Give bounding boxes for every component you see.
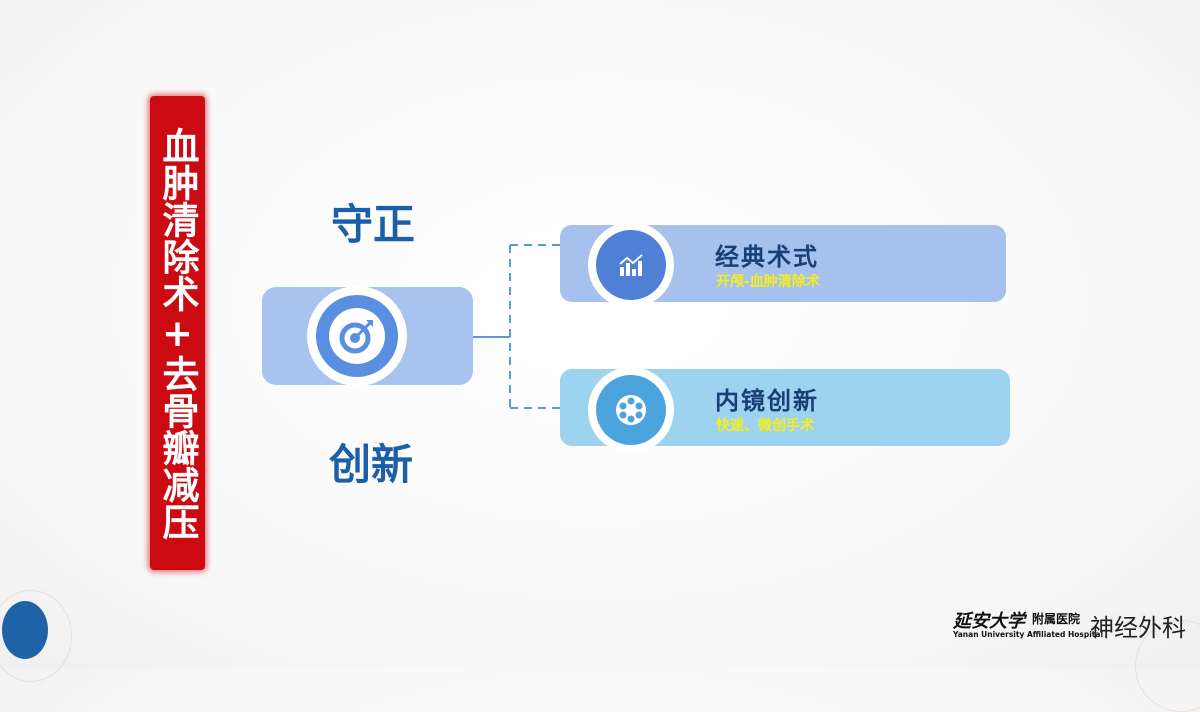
hospital-name-cn: 附属医院 [1032,612,1081,626]
university-logo-cn: 延安大学 [953,611,1025,632]
card-endoscope-ring [588,367,674,453]
card-classic-ring [588,222,674,308]
card-classic-subtitle: 开颅-血肿清除术 [716,274,820,290]
chart-trend-icon [619,254,643,276]
film-reel-icon [616,395,646,425]
card-endoscope-title: 内镜创新 [715,387,819,415]
label-chuangxin: 创新 [328,440,413,489]
card-classic-title: 经典术式 [715,243,819,271]
procedure-banner-text: 血肿清除术+去骨瓣减压 [156,126,199,540]
connector-lines [473,244,560,409]
hospital-name-en: Yanan University Affiliated Hospital [953,630,1104,639]
procedure-banner: 血肿清除术+去骨瓣减压 [150,96,205,570]
decorative-blue-circle [2,601,48,659]
label-shouzheng: 守正 [330,200,415,249]
target-arrow-icon [339,320,373,354]
center-ring [307,286,407,386]
department-name: 神经外科 [1090,614,1186,642]
card-endoscope-subtitle: 快速、微创手术 [716,418,814,434]
